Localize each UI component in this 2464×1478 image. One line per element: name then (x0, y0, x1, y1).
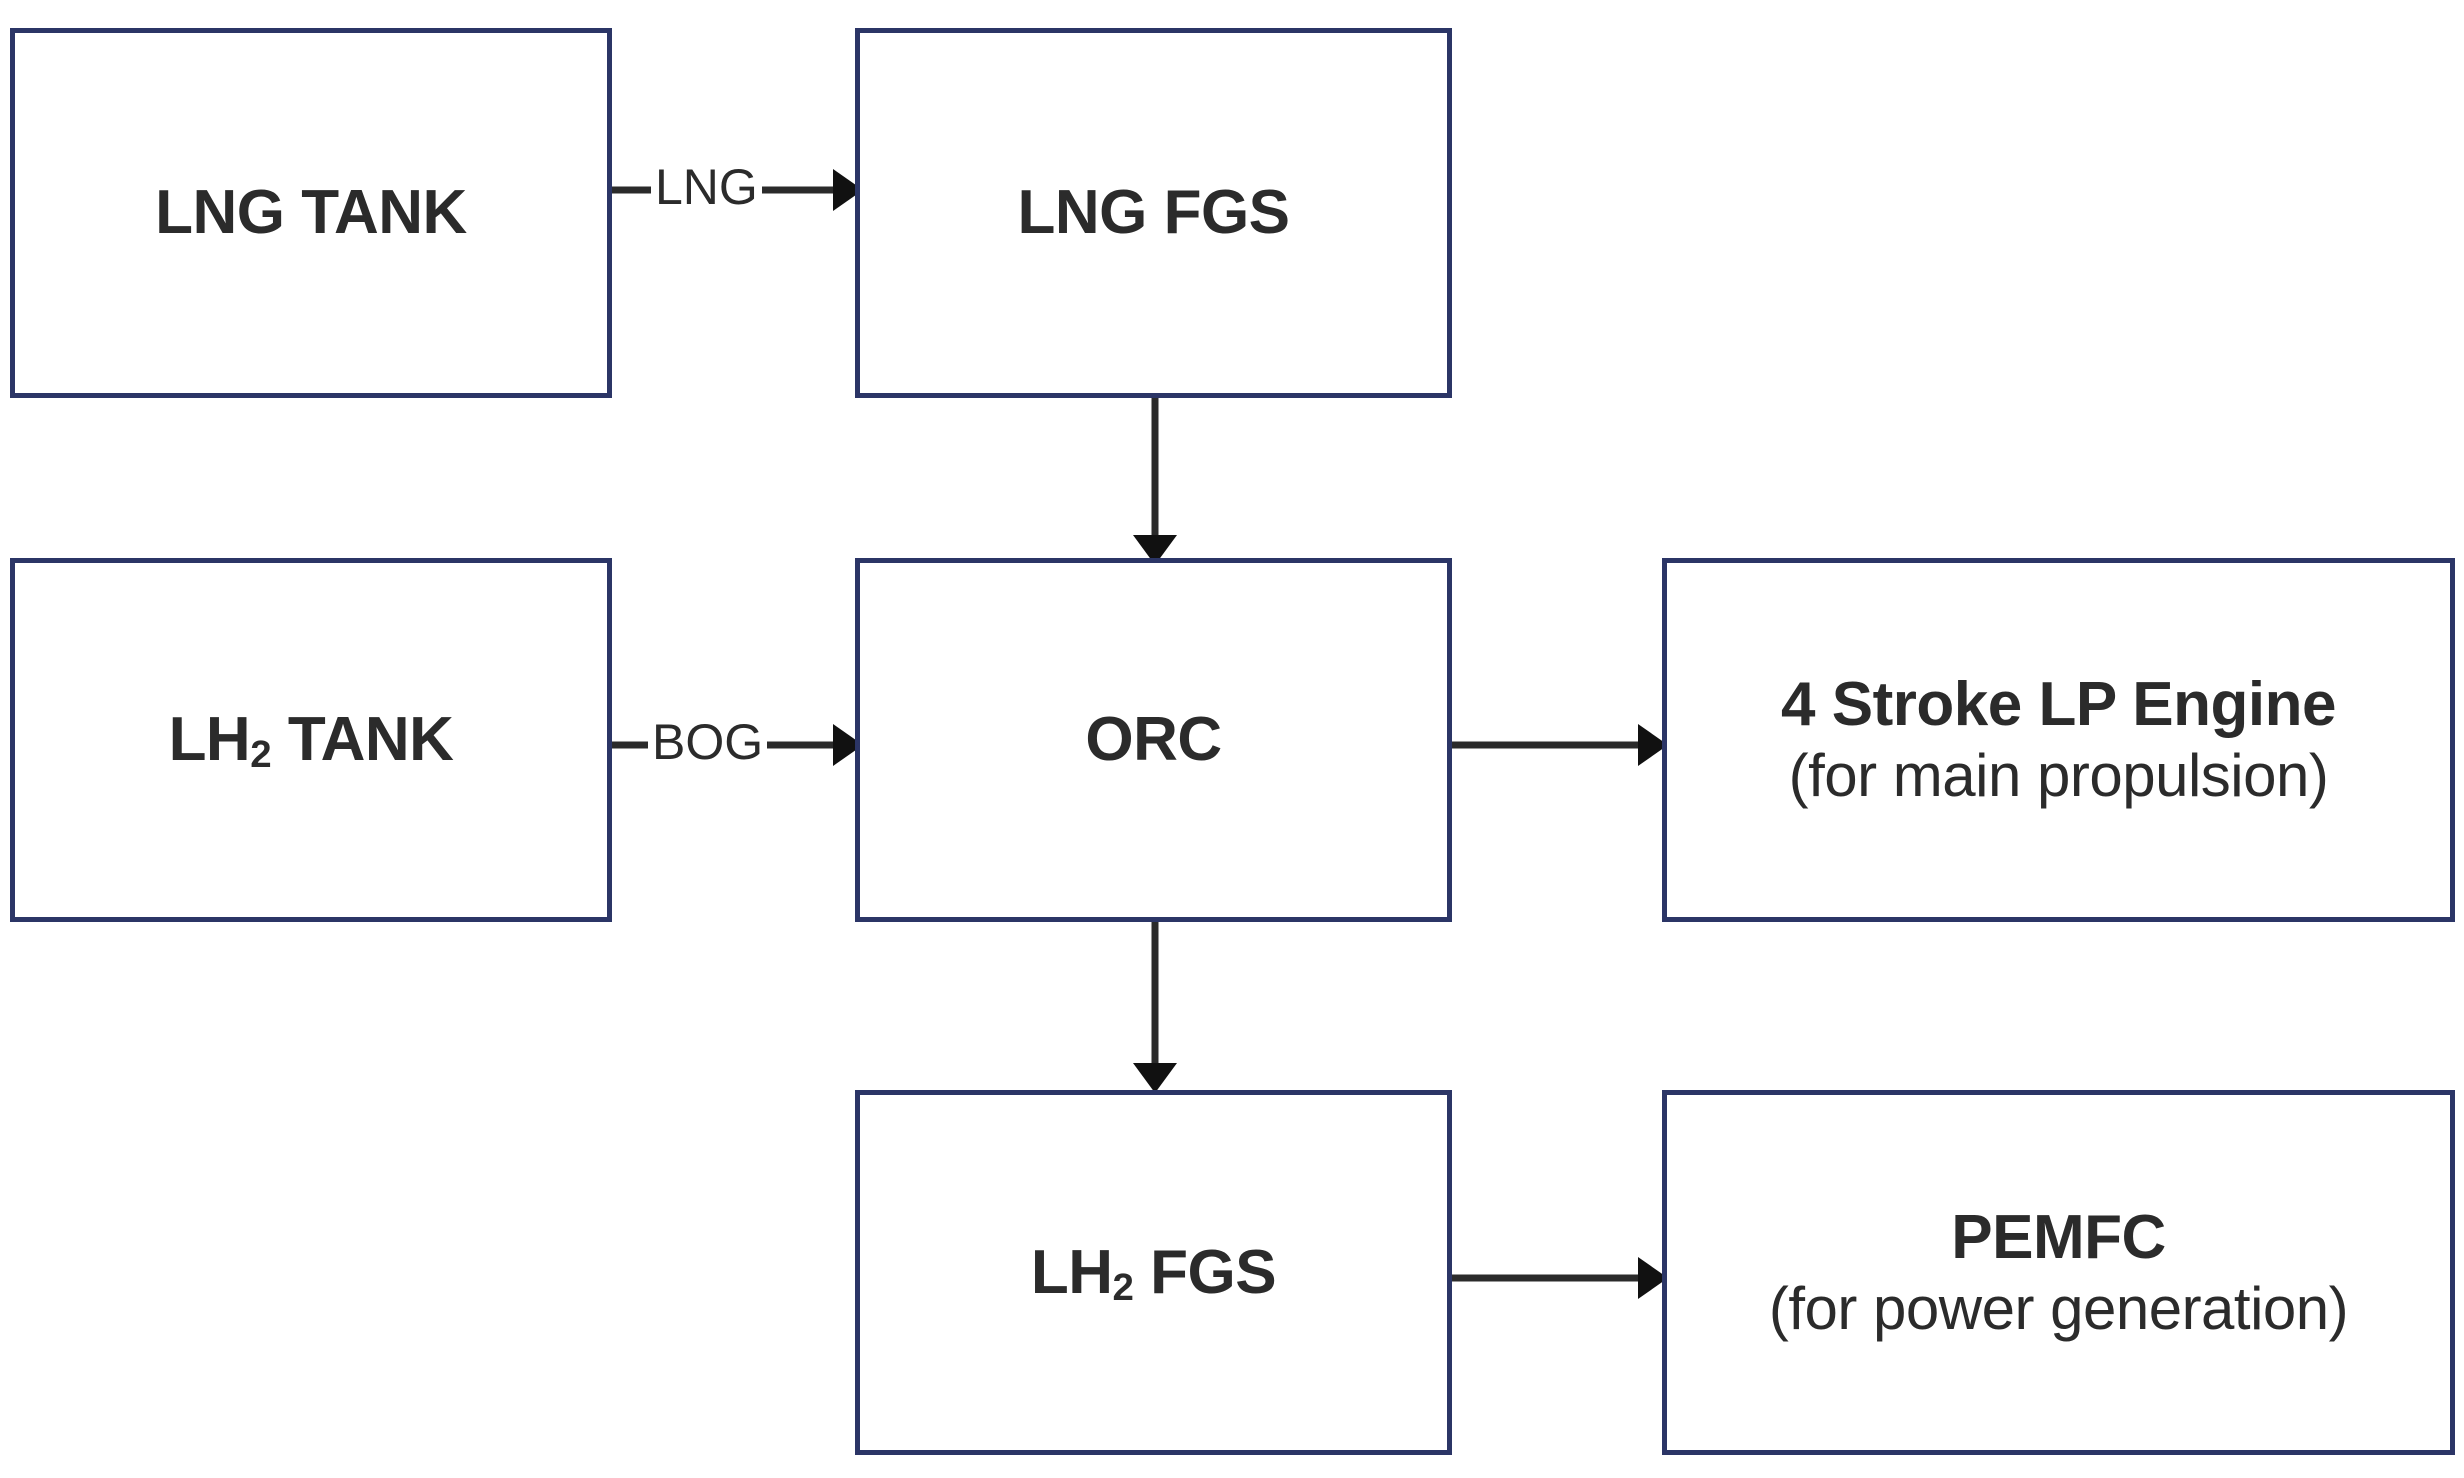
node-engine-title: 4 Stroke LP Engine (1781, 672, 2336, 738)
node-orc[interactable]: ORC (855, 558, 1452, 922)
node-lng-fgs-title-text: LNG FGS (1017, 178, 1290, 248)
node-lng-fgs-title: LNG FGS (1017, 178, 1290, 248)
node-lh2-tank-title: LH2 TANK (168, 705, 454, 777)
node-lh2-fgs-subscript: 2 (1112, 1265, 1134, 1309)
edge-label-bog: BOG (648, 717, 768, 767)
node-lng-tank[interactable]: LNG TANK (10, 28, 612, 398)
node-lh2-fgs-title: LH2 FGS (1030, 1237, 1277, 1309)
node-pemfc-title-text: PEMFC (1951, 1202, 2166, 1272)
edge-lh2-fgs-to-pemfc (1448, 1243, 1670, 1313)
node-lng-tank-title-text: LNG TANK (155, 178, 467, 248)
node-lng-fgs[interactable]: LNG FGS (855, 28, 1452, 398)
node-lh2-tank[interactable]: LH2 TANK (10, 558, 612, 922)
node-lh2-tank-subscript: 2 (250, 733, 272, 777)
node-orc-title-text: ORC (1085, 705, 1222, 775)
node-pemfc-title: PEMFC (1951, 1202, 2166, 1272)
edge-orc-to-engine (1448, 710, 1670, 780)
node-lng-tank-title: LNG TANK (155, 180, 467, 246)
node-lh2-fgs[interactable]: LH2 FGS (855, 1090, 1452, 1455)
node-engine-subtitle: (for main propulsion) (1788, 742, 2329, 810)
node-pemfc-subtitle: (for power generation) (1768, 1274, 2349, 1342)
node-lh2-tank-title-tail: TANK (271, 705, 454, 775)
node-orc-title: ORC (1085, 705, 1222, 775)
edge-lng-fgs-to-orc (1120, 392, 1190, 567)
edge-label-lng: LNG (651, 162, 762, 212)
node-lh2-tank-title-text: LH (168, 705, 251, 775)
node-lh2-fgs-title-tail: FGS (1133, 1237, 1277, 1307)
node-lh2-fgs-title-text: LH (1030, 1237, 1113, 1307)
node-engine-title-text: 4 Stroke LP Engine (1781, 670, 2336, 740)
node-pemfc[interactable]: PEMFC (for power generation) (1662, 1090, 2455, 1455)
node-4-stroke-lp-engine[interactable]: 4 Stroke LP Engine (for main propulsion) (1662, 558, 2455, 922)
edge-orc-to-lh2-fgs (1120, 916, 1190, 1096)
